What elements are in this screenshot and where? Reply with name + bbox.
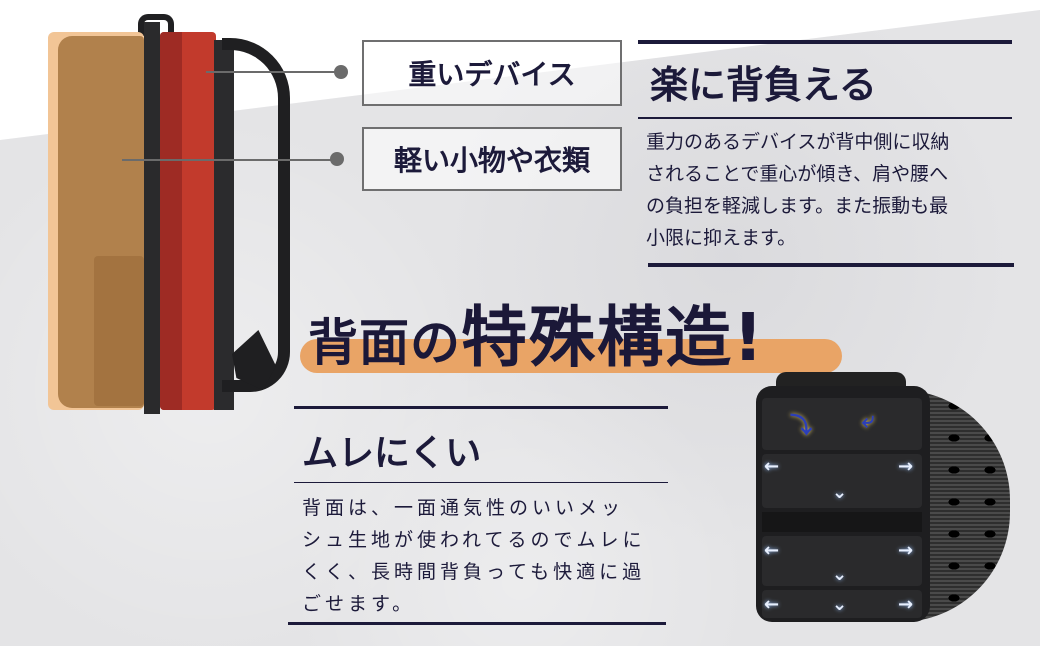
mesh-panel-1 [762,398,922,450]
zipper-seam [144,22,160,414]
callout-light-items: 軽い小物や衣類 [362,127,622,191]
mesh-panel-3 [762,536,922,586]
divider-bottom [648,263,1014,267]
desc-line: くく、長時間背負っても快適に過 [302,561,646,583]
headline-highlight-bar [300,339,842,373]
airflow-arrow-down-icon: ⌄ [832,482,848,503]
headline-emphasis: 特殊構造! [461,299,766,376]
feature-breathable-description: 背面は、一面通気性のいいメッ シュ生地が使われてるのでムレに くく、長時間背負っ… [302,492,674,620]
airflow-arrow-right-icon: → [898,456,914,477]
desc-line: されることで重心が傾き、肩や腰へ [646,163,949,185]
divider-top [638,40,1012,44]
desc-line: シュ生地が使われてるのでムレに [302,529,646,551]
headline-prefix: 背面の [308,314,461,372]
airflow-arrow-icon: ⤶ [862,408,875,433]
airflow-arrow-down-icon: ⌄ [832,594,848,615]
mesh-panel-2 [762,454,922,508]
divider-top-2 [294,406,668,409]
front-pocket [94,256,144,406]
back-panel [214,40,234,410]
airflow-arrow-icon: ⤵ [790,414,813,439]
luggage-strap [762,512,922,532]
headline: 背面の特殊構造! [308,284,765,380]
callout-light-label: 軽い小物や衣類 [393,144,590,177]
leader-line-light [122,159,338,161]
leader-dot-heavy [334,65,348,79]
desc-line: 小限に抑えます。 [646,227,797,249]
divider-thin-2 [294,482,668,483]
airflow-arrow-right-icon: → [898,594,914,615]
airflow-arrow-left-icon: ← [764,540,780,561]
airflow-arrow-left-icon: ← [764,594,780,615]
handle [138,14,174,36]
desc-line: ごせます。 [302,593,416,615]
feature-easy-description: 重力のあるデバイスが背中側に収納 されることで重心が傾き、肩や腰へ の負担を軽減… [646,126,1016,254]
desc-line: 重力のあるデバイスが背中側に収納 [646,131,950,153]
callout-heavy-devices: 重いデバイス [362,40,622,106]
leader-line-heavy [206,71,342,73]
divider-bottom-2 [288,622,666,625]
leader-dot-light [330,152,344,166]
mesh-panel-4 [762,590,922,618]
divider-thin [638,117,1012,119]
heavy-device-zone-shade [160,32,182,410]
airflow-arrow-left-icon: ← [764,456,780,477]
feature-breathable-title: ムレにくい [302,433,482,474]
desc-line: 背面は、一面通気性のいいメッ [302,497,625,519]
callout-heavy-label: 重いデバイス [408,58,576,91]
airflow-arrow-down-icon: ⌄ [832,564,848,585]
airflow-arrow-right-icon: → [898,540,914,561]
desc-line: の負担を軽減します。また振動も最 [646,195,949,217]
feature-easy-title: 楽に背負える [650,63,877,107]
